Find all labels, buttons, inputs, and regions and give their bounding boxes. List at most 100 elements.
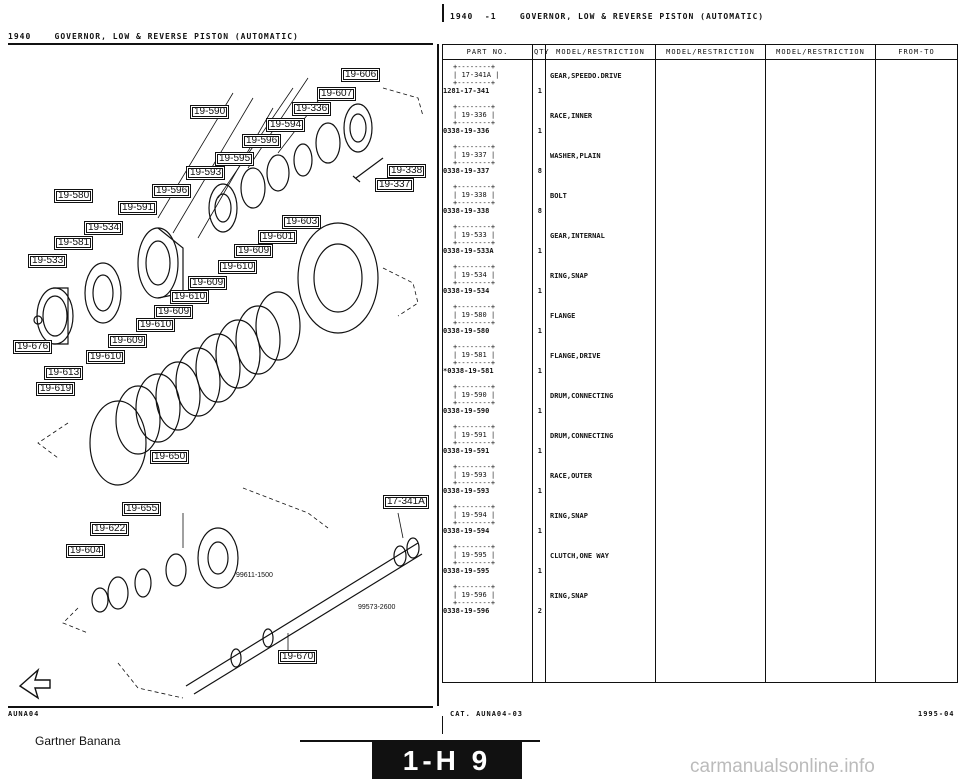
callout-label[interactable]: 19-655 [122,502,162,516]
reference-number: 19-581 [461,351,487,359]
part-number: 0338-19-336 [443,127,490,135]
quantity: 1 [537,127,542,135]
callout-label[interactable]: 19-606 [341,68,381,82]
callout-label[interactable]: 19-604 [66,544,106,558]
part-number: 0338-19-337 [443,167,490,175]
callout-label[interactable]: 19-603 [282,215,322,229]
empty-cell [875,300,958,340]
qty-cell: 1 [532,340,546,380]
part-cell: +--------+ | 19-591 | +--------+0338-19-… [442,420,533,460]
empty-cell [875,140,958,180]
callout-label[interactable]: 19-580 [54,189,94,203]
callout-label[interactable]: 19-337 [375,178,415,192]
callout-label[interactable]: 19-595 [215,152,255,166]
empty-cell [765,580,876,620]
part-cell: +--------+ | 19-337 | +--------+0338-19-… [442,140,533,180]
reference-number: 19-591 [461,431,487,439]
reference-box: +--------+ | 19-593 | +--------+ [453,463,496,487]
header-part-no: PART NO. [442,44,533,60]
left-header-rule [8,43,433,45]
callout-label[interactable]: 17-341A [383,495,429,509]
description-cell: DRUM,CONNECTING [545,380,656,420]
quantity: 1 [537,527,542,535]
description-cell: FLANGE [545,300,656,340]
part-number: 1281-17-341 [443,87,490,95]
reference-box: +--------+ | 19-336 | +--------+ [453,103,496,127]
callout-label[interactable]: 19-338 [387,164,427,178]
callout-label[interactable]: 19-676 [13,340,53,354]
callout-label[interactable]: 19-609 [108,334,148,348]
part-description: RACE,OUTER [550,472,593,480]
parts-table: PART NO. QTY MODEL/RESTRICTION MODEL/RES… [442,44,958,683]
watermark-text: Gartner Banana [35,734,121,748]
empty-cell [655,420,766,460]
left-model-code: 1940 [8,32,32,41]
description-cell: WASHER,PLAIN [545,140,656,180]
footer-left-code: AUNA04 [8,710,40,718]
callout-label[interactable]: 19-610 [170,290,210,304]
empty-cell [875,500,958,540]
callout-label[interactable]: 19-601 [258,230,298,244]
callout-label[interactable]: 19-609 [154,305,194,319]
callout-label[interactable]: 19-591 [118,201,158,215]
callout-label[interactable]: 19-610 [218,260,258,274]
callout-label[interactable]: 19-590 [190,105,230,119]
empty-cell [655,340,766,380]
part-number: 0338-19-338 [443,207,490,215]
callout-label[interactable]: 19-650 [150,450,190,464]
callout-label[interactable]: 19-534 [84,221,124,235]
reference-box: +--------+ | 19-533 | +--------+ [453,223,496,247]
table-row: +--------+ | 19-338 | +--------+0338-19-… [442,180,958,220]
callout-label[interactable]: 19-596 [242,134,282,148]
part-cell: +--------+ | 19-594 | +--------+0338-19-… [442,500,533,540]
empty-cell [765,220,876,260]
part-number: 0338-19-590 [443,407,490,415]
empty-cell [875,340,958,380]
reference-box: +--------+ | 19-595 | +--------+ [453,543,496,567]
footer-catalog: CAT. AUNA04-03 [450,710,524,718]
callout-label[interactable]: 19-336 [292,102,332,116]
empty-cell [765,340,876,380]
callout-label[interactable]: 19-607 [317,87,357,101]
empty-cell [765,260,876,300]
callout-label[interactable]: 19-610 [136,318,176,332]
callout-label[interactable]: 19-533 [28,254,68,268]
exploded-diagram: 19-606 19-607 19-590 19-336 19-594 19-59… [8,48,433,708]
reference-box: +--------+ | 19-338 | +--------+ [453,183,496,207]
callout-label[interactable]: 19-581 [54,236,94,250]
table-row: +--------+ | 19-580 | +--------+0338-19-… [442,300,958,340]
part-description: FLANGE,DRIVE [550,352,601,360]
part-number: 0338-19-596 [443,607,490,615]
callout-label[interactable]: 19-610 [86,350,126,364]
reference-number: 19-596 [461,591,487,599]
callout-label[interactable]: 19-593 [186,166,226,180]
header-model-restriction: MODEL/RESTRICTION [655,44,766,60]
callout-label[interactable]: 19-670 [278,650,318,664]
callout-label[interactable]: 19-609 [234,244,274,258]
quantity: 1 [537,567,542,575]
table-row: +--------+ | 17-341A | +--------+1281-17… [442,59,958,100]
page-rule [300,740,540,742]
callout-label[interactable]: 19-613 [44,366,84,380]
callout-label[interactable]: 19-594 [266,118,306,132]
reference-number: 17-341A [461,71,491,79]
empty-cell [875,180,958,220]
description-cell: DRUM,CONNECTING [545,420,656,460]
left-page-header: 1940 GOVERNOR, LOW & REVERSE PISTON (AUT… [8,32,299,41]
callout-label[interactable]: 19-609 [188,276,228,290]
left-section-title: GOVERNOR, LOW & REVERSE PISTON (AUTOMATI… [54,32,299,41]
reference-box: +--------+ | 19-594 | +--------+ [453,503,496,527]
reference-number: 19-595 [461,551,487,559]
table-row: +--------+ | 19-533 | +--------+0338-19-… [442,220,958,260]
fwd-arrow-icon [18,667,51,700]
description-cell: BOLT [545,180,656,220]
callout-label[interactable]: 19-619 [36,382,76,396]
callout-label[interactable]: 19-622 [90,522,130,536]
reference-box: +--------+ | 19-534 | +--------+ [453,263,496,287]
part-number: *0338-19-581 [443,367,494,375]
quantity: 1 [537,447,542,455]
part-description: RING,SNAP [550,272,588,280]
quantity: 8 [537,207,542,215]
callout-label[interactable]: 19-596 [152,184,192,198]
table-row: +--------+ | 19-593 | +--------+0338-19-… [442,460,958,500]
